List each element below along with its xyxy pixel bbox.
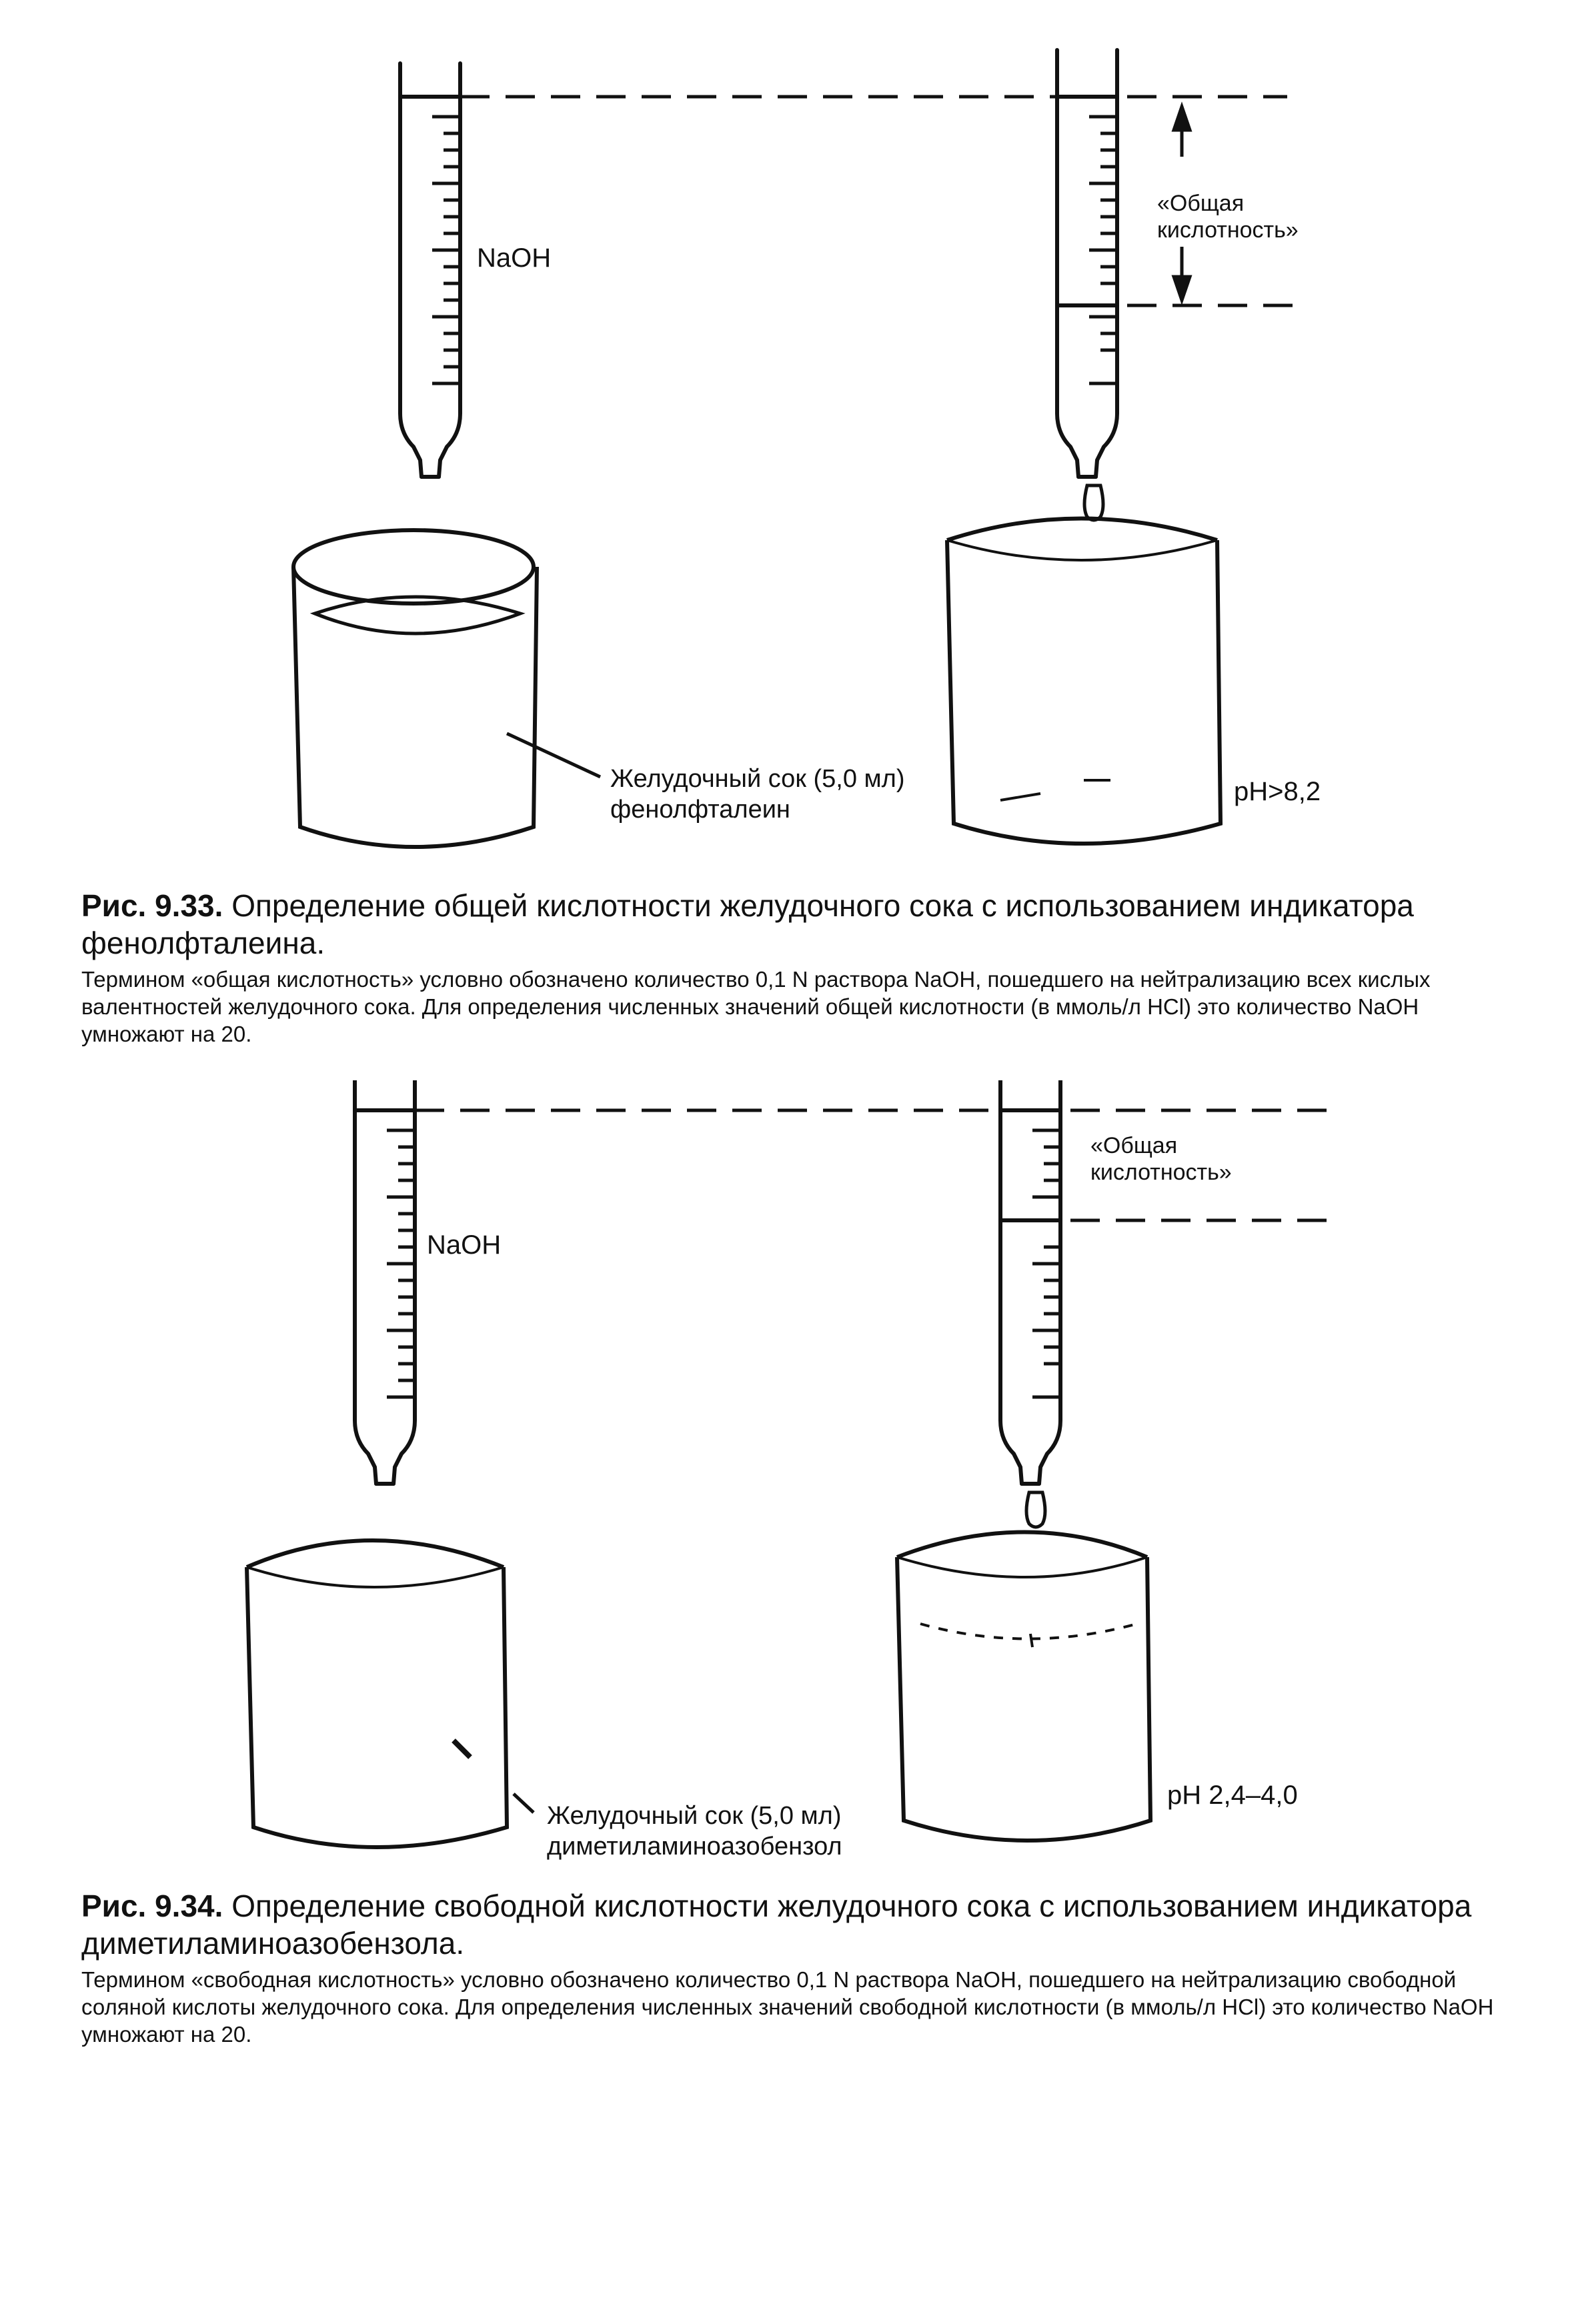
sample-label: Желудочный сок (5,0 мл) диметиламиноазоб… — [547, 1801, 842, 1862]
caption-number: Рис. 9.34. — [81, 1889, 223, 1923]
total-acidity-label-line1: «Общая — [1157, 191, 1245, 216]
figure-9-34-caption: Рис. 9.34. Определение свободной кислотн… — [81, 1887, 1509, 2048]
left-burette — [353, 1080, 417, 1486]
acidity-arrow — [1171, 101, 1193, 305]
caption-text: Термином «общая кислотность» условно обо… — [81, 967, 1431, 1046]
naoh-label: NaOH — [477, 243, 552, 273]
ph-label: pH 2,4–4,0 — [1167, 1781, 1298, 1810]
sample-label-line2: фенолфталеин — [610, 796, 790, 824]
caption-title-text: Определение свободной кислотности желудо… — [81, 1889, 1472, 1961]
right-burette — [998, 1080, 1062, 1486]
right-burette — [1055, 48, 1119, 479]
drop-icon — [1082, 483, 1105, 522]
left-burette — [398, 61, 462, 479]
level-lines — [460, 95, 1301, 307]
right-beaker-marks — [920, 1622, 1138, 1648]
ph-label: pH>8,2 — [1234, 777, 1321, 806]
figure-9-33: NaOH «Общая кислотность» Желудочный сок … — [0, 0, 1580, 1094]
left-beaker — [245, 1538, 510, 1849]
right-burette-scale — [1089, 115, 1117, 385]
sample-label-line1: Желудочный сок (5,0 мл) — [610, 765, 905, 793]
left-beaker-marker — [452, 1738, 472, 1759]
caption-text: Термином «свободная кислотность» условно… — [81, 1967, 1494, 2047]
level-lines — [415, 1108, 1334, 1222]
left-beaker — [291, 528, 539, 849]
right-beaker-marks — [1000, 779, 1110, 802]
total-acidity-label-line2: кислотность» — [1157, 217, 1299, 243]
total-acidity-label: «Общая кислотность» — [1157, 190, 1299, 243]
sample-label-line2: диметиламиноазобензол — [547, 1833, 842, 1861]
left-burette-scale — [387, 1128, 415, 1399]
caption-title: Рис. 9.33. Определение общей кислотности… — [81, 887, 1509, 962]
caption-number: Рис. 9.33. — [81, 888, 223, 923]
figure-9-34-drawing — [245, 1080, 1334, 1849]
caption-title: Рис. 9.34. Определение свободной кислотн… — [81, 1887, 1509, 1962]
figure-9-33-drawing — [291, 48, 1301, 849]
right-burette-scale — [1032, 1128, 1060, 1399]
sample-label: Желудочный сок (5,0 мл) фенолфталеин — [610, 764, 905, 825]
naoh-label: NaOH — [427, 1230, 502, 1260]
free-acidity-label-line2: кислотность» — [1090, 1160, 1232, 1185]
drop-icon — [1024, 1490, 1047, 1529]
free-acidity-label-line1: «Общая — [1090, 1133, 1178, 1158]
right-beaker — [945, 516, 1223, 846]
free-acidity-label: «Общая кислотность» — [1090, 1132, 1232, 1186]
sample-label-line1: Желудочный сок (5,0 мл) — [547, 1802, 842, 1830]
left-beaker-pointer — [512, 1793, 535, 1814]
caption-title-text: Определение общей кислотности желудочног… — [81, 888, 1414, 960]
figure-9-33-caption: Рис. 9.33. Определение общей кислотности… — [81, 887, 1509, 1048]
right-beaker — [895, 1530, 1153, 1843]
left-beaker-pointer — [506, 732, 602, 779]
figure-9-34: NaOH «Общая кислотность» Желудочный сок … — [0, 1080, 1580, 2174]
left-burette-scale — [432, 115, 460, 385]
